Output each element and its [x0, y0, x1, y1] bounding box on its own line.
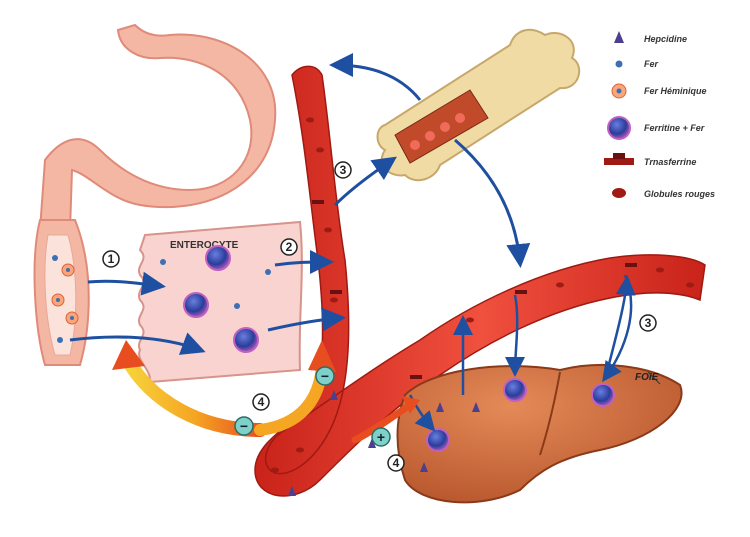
export-arrows: [267, 250, 346, 332]
stomach: [38, 23, 277, 231]
svg-text:Trnasferrine: Trnasferrine: [644, 157, 696, 167]
svg-text:4: 4: [393, 456, 400, 470]
bone-arrows: [329, 53, 531, 268]
bone: [376, 28, 581, 182]
legend-item-transferrin: Trnasferrine: [604, 153, 696, 167]
inhibition-badge-2: −: [315, 366, 335, 386]
hepcidin-triangle-icon: [614, 31, 624, 43]
svg-text:Globules rouges: Globules rouges: [644, 189, 715, 199]
activation-badge: +: [371, 427, 391, 447]
transferrin-markers: [312, 200, 637, 379]
legend-item-red-blood-cells: Globules rouges: [612, 188, 715, 199]
svg-text:Fer: Fer: [644, 59, 659, 69]
inhibition-badge-1: −: [234, 416, 254, 436]
svg-text:−: −: [240, 418, 248, 434]
enterocyte-label: ENTEROCYTE: [170, 240, 239, 251]
svg-text:4: 4: [258, 395, 265, 409]
heme-iron-icon: [611, 83, 627, 99]
duodenum: [33, 219, 90, 366]
svg-text:3: 3: [340, 163, 347, 177]
liver-hepcidin: [420, 402, 480, 472]
enterocyte-ferritin: [183, 245, 259, 353]
step-1-badge: 1: [102, 250, 120, 268]
hepcidin-release-arrow: [351, 396, 420, 444]
ferritin-iron-icon: [607, 116, 631, 140]
red-blood-cell-icon: [612, 188, 626, 198]
step-3-badge-bone: 3: [334, 161, 352, 179]
iron-dot-icon: [615, 60, 623, 68]
liver-label: FOIE: [635, 372, 659, 383]
lumen-heme-iron: [51, 263, 79, 325]
step-4-badge-feedback: 4: [252, 393, 270, 411]
enterocyte-iron-dots: [160, 259, 271, 309]
liver-ferritin: [426, 378, 615, 452]
absorption-arrows: [69, 271, 206, 355]
legend: Hepcidine Fer Fer Héminique Ferritine + …: [604, 31, 715, 199]
svg-text:Ferritine + Fer: Ferritine + Fer: [644, 123, 705, 133]
legend-item-hepcidin: Hepcidine: [614, 31, 687, 44]
legend-item-heme-iron: Fer Héminique: [611, 83, 707, 99]
legend-item-iron: Fer: [615, 59, 659, 69]
step-2-badge: 2: [280, 238, 298, 256]
svg-text:Fer Héminique: Fer Héminique: [644, 86, 707, 96]
svg-text:3: 3: [645, 316, 652, 330]
step-4-badge-liver: 4: [387, 454, 405, 472]
svg-text:2: 2: [286, 240, 293, 254]
svg-text:1: 1: [108, 252, 115, 266]
svg-text:Hepcidine: Hepcidine: [644, 34, 687, 44]
transferrin-icon: [604, 153, 634, 165]
red-blood-cells: [271, 117, 694, 473]
step-3-badge-liver: 3: [639, 314, 657, 332]
legend-item-ferritin: Ferritine + Fer: [607, 116, 705, 140]
svg-text:+: +: [377, 429, 385, 445]
liver-arrows: [408, 274, 636, 432]
svg-text:−: −: [321, 368, 329, 384]
lumen-iron-dots: [52, 255, 63, 343]
